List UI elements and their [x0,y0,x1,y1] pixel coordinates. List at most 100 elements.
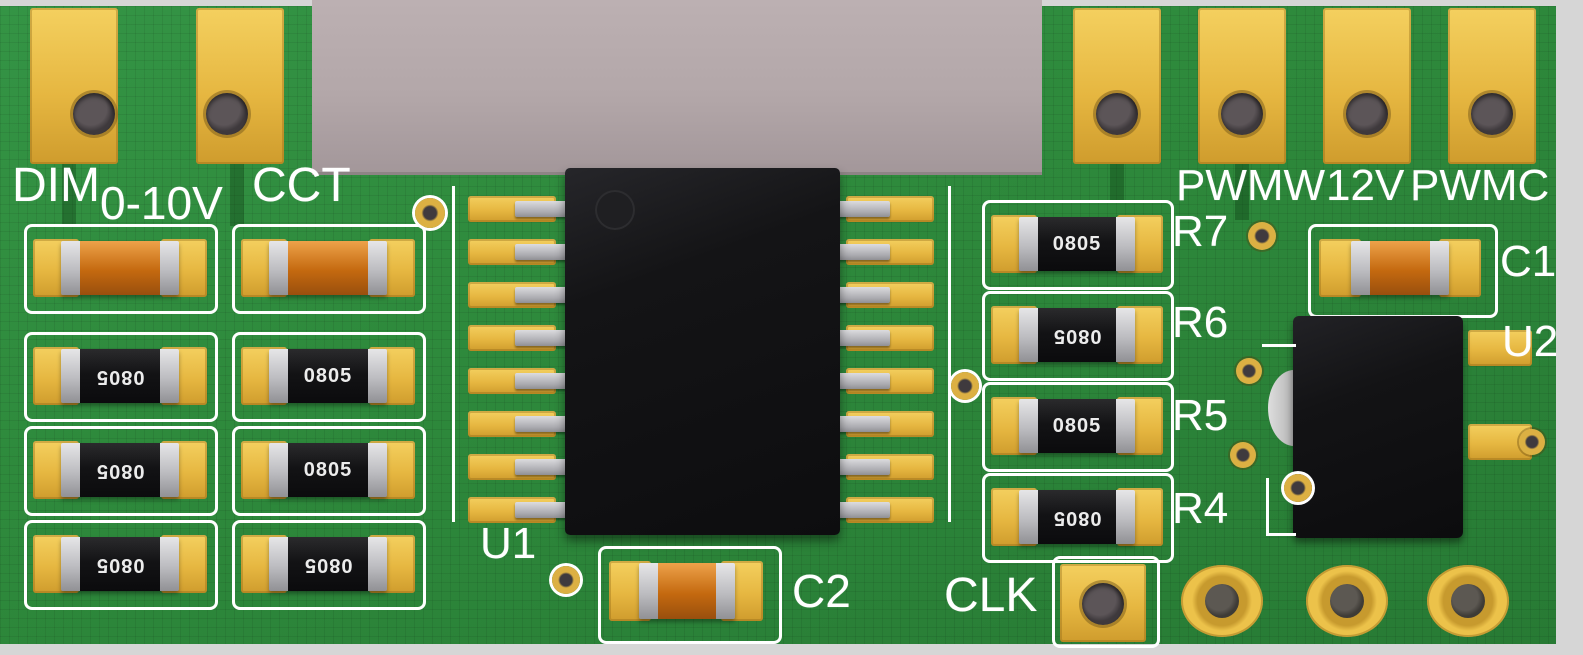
ic-lead [515,416,573,432]
resistor-marking: 0805 [303,364,353,387]
label-dim: DIM [12,159,100,212]
capacitor-footprint [598,546,782,644]
resistor-marking: 0805 [1052,324,1102,347]
label-u1: U1 [480,519,537,568]
capacitor-0805 [61,241,179,295]
capacitor-c2 [639,563,735,619]
resistor-footprint: 0805 [982,473,1174,563]
pad-hole [206,93,248,135]
capacitor-footprint [232,224,426,314]
trace [1235,160,1249,220]
pad-12v [1198,8,1286,164]
silkscreen-line [948,186,951,522]
capacitor-footprint [24,224,218,314]
board-edge-right [1556,0,1583,655]
ic-lead [515,502,573,518]
smd-pad [1468,330,1532,366]
resistor-marking: 0805 [95,459,145,482]
silkscreen-line [1266,478,1269,536]
via [1284,474,1312,502]
resistor-footprint: 0805 [24,332,218,422]
pad-hole [1330,584,1364,618]
resistor-marking: 0805 [303,553,353,576]
pad-12v-2 [1323,8,1411,164]
trace [230,160,244,226]
capacitor-0805 [269,241,387,295]
resistor-footprint: 0805 [232,520,426,610]
resistor-marking: 0805 [95,553,145,576]
resistor-0805: 0805 [269,537,387,591]
trace [1110,160,1124,202]
label-r7: R7 [1172,207,1229,256]
resistor-0805: 0805 [269,443,387,497]
via [415,198,445,228]
pad-hole [73,93,115,135]
label-pwmc: PWMC [1410,161,1550,210]
ic-lead [515,287,573,303]
via [1248,222,1276,250]
pad-hole [1346,93,1388,135]
resistor-r4: 0805 [1019,490,1135,544]
resistor-marking: 0805 [1052,232,1102,255]
label-r4: R4 [1172,484,1229,533]
resistor-0805: 0805 [61,443,179,497]
silkscreen-line [1262,344,1296,347]
resistor-footprint: 0805 [982,291,1174,381]
resistor-marking: 0805 [1052,506,1102,529]
ic-lead [832,244,890,260]
pad-hole [1096,93,1138,135]
pad-pwmw [1073,8,1161,164]
ic-lead [515,373,573,389]
via [1230,442,1256,468]
resistor-0805: 0805 [61,349,179,403]
label-r6: R6 [1172,298,1229,347]
pad-pwmc [1448,8,1536,164]
via [951,372,979,400]
resistor-marking: 0805 [1052,414,1102,437]
label-c2: C2 [792,565,851,617]
resistor-footprint: 0805 [24,520,218,610]
ic-lead [515,244,573,260]
pad-hole [1221,93,1263,135]
resistor-footprint: 0805 [982,200,1174,290]
label-pwmw: PWMW [1176,161,1326,210]
resistor-footprint: 0805 [232,426,426,516]
resistor-0805: 0805 [61,537,179,591]
ic-lead [515,459,573,475]
clk-pad-outline [1052,556,1160,648]
trace [62,160,76,226]
via [1236,358,1262,384]
resistor-r7: 0805 [1019,217,1135,271]
resistor-r6: 0805 [1019,308,1135,362]
u2-body [1293,316,1463,538]
capacitor-c1 [1351,241,1449,295]
via [1519,429,1545,455]
resistor-footprint: 0805 [24,426,218,516]
resistor-r5: 0805 [1019,399,1135,453]
resistor-marking: 0805 [95,365,145,388]
label-0-10v: 0-10V [100,177,223,229]
ic-lead [832,201,890,217]
ic-pin1-mark [595,190,635,230]
ic-lead [832,416,890,432]
resistor-footprint: 0805 [982,382,1174,472]
resistor-footprint: 0805 [232,332,426,422]
ic-lead [832,502,890,518]
pad-hole [1082,583,1124,625]
pad-hole [1451,584,1485,618]
label-clk: CLK [944,569,1038,622]
label-12v: 12V [1326,161,1405,210]
label-r5: R5 [1172,391,1229,440]
resistor-0805: 0805 [269,349,387,403]
label-cct: CCT [252,159,351,212]
label-c1: C1 [1500,237,1557,286]
silkscreen-line [452,186,455,522]
ic-lead [515,330,573,346]
ic-lead [832,330,890,346]
board-edge-bottom [0,644,1583,655]
ic-lead [515,201,573,217]
background-notch [312,0,1042,175]
pad-hole [1205,584,1239,618]
pad-cct [196,8,284,164]
